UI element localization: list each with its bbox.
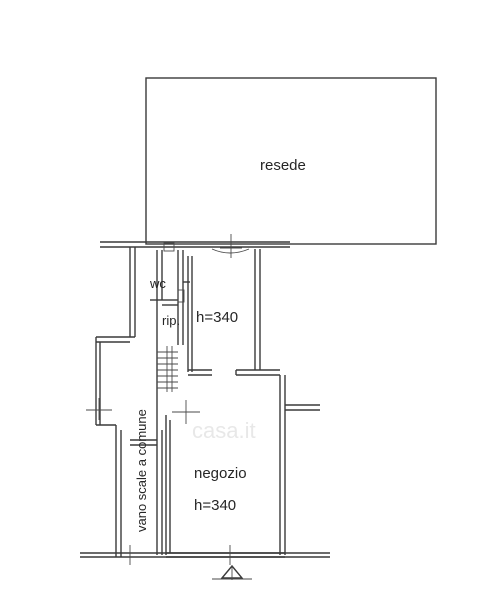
chimney-block — [163, 242, 175, 252]
label-rip: rip. — [162, 313, 180, 328]
bottom-boundary-wall — [80, 552, 330, 558]
label-resede: resede — [260, 157, 306, 174]
middle-wall — [188, 369, 280, 376]
window-arc — [211, 248, 250, 254]
wc-fixture — [177, 289, 185, 303]
label-stairwell: vano scale a comune — [134, 409, 149, 532]
stair-treads — [157, 346, 178, 392]
resede-outline — [145, 77, 437, 245]
label-wc: wc — [149, 276, 166, 291]
entrance-triangle-icon — [212, 564, 252, 580]
negozio-cross-mark — [172, 400, 200, 424]
label-negozio-height: h=340 — [194, 497, 236, 514]
label-upper-height: h=340 — [196, 309, 238, 326]
left-outer-walls — [95, 247, 136, 557]
wc-partition — [162, 250, 190, 345]
upper-room-walls — [187, 249, 261, 372]
stairwell-walls — [130, 250, 163, 555]
watermark-text: casa.it — [192, 418, 256, 443]
label-negozio: negozio — [194, 465, 247, 482]
left-cross-mark — [86, 398, 112, 420]
top-boundary-wall — [100, 241, 290, 248]
